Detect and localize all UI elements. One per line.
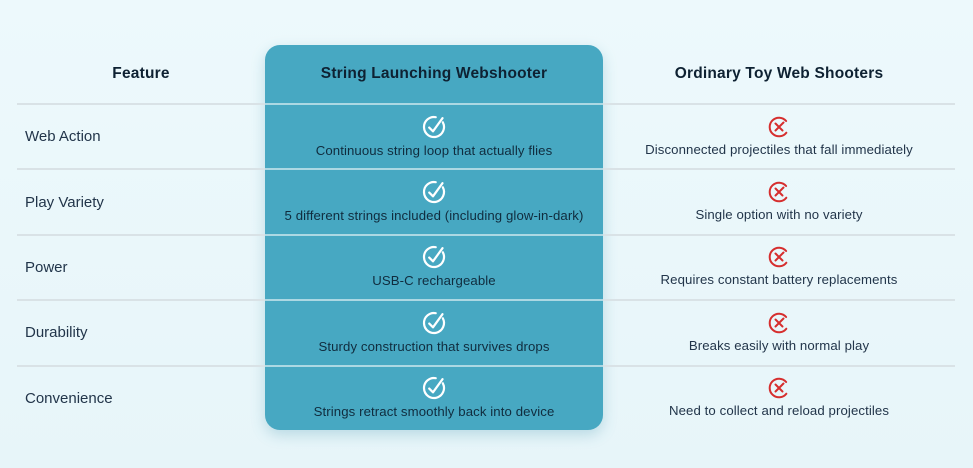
ordinary-cell: Requires constant battery replacements — [603, 233, 955, 299]
ordinary-cell-text: Requires constant battery replacements — [660, 272, 898, 288]
row-label: Durability — [17, 299, 265, 364]
ordinary-cell: Need to collect and reload projectiles — [603, 364, 955, 430]
ordinary-cell-text: Disconnected projectiles that fall immed… — [645, 141, 913, 157]
product-cell: Strings retract smoothly back into devic… — [265, 364, 603, 430]
x-circle-icon — [768, 247, 788, 268]
check-circle-icon — [422, 311, 446, 334]
product-column-header: String Launching Webshooter — [320, 65, 548, 82]
check-circle-icon — [422, 246, 446, 269]
row-label: Web Action — [17, 103, 265, 168]
row-label: Power — [17, 233, 265, 299]
product-cell: 5 different strings included (including … — [265, 168, 603, 233]
row-label: Convenience — [17, 364, 265, 430]
product-cell: Continuous string loop that actually fli… — [265, 103, 603, 168]
row-label: Play Variety — [17, 168, 265, 233]
product-cell-text: Continuous string loop that actually fli… — [315, 142, 553, 158]
x-circle-icon — [768, 181, 788, 203]
ordinary-column-header: Ordinary Toy Web Shooters — [674, 65, 884, 82]
product-cell: Sturdy construction that survives drops — [265, 299, 603, 364]
product-cell-text: Strings retract smoothly back into devic… — [313, 404, 555, 420]
check-circle-icon — [422, 377, 446, 400]
check-circle-icon — [422, 180, 446, 204]
ordinary-cell-text: Need to collect and reload projectiles — [668, 403, 890, 419]
product-cell-text: 5 different strings included (including … — [284, 208, 584, 224]
x-circle-icon — [768, 377, 788, 399]
x-circle-icon — [768, 312, 788, 334]
ordinary-cell: Breaks easily with normal play — [603, 299, 955, 364]
ordinary-cell-text: Breaks easily with normal play — [688, 337, 870, 353]
product-cell: USB-C rechargeable — [265, 233, 603, 299]
x-circle-icon — [768, 116, 788, 137]
ordinary-cell: Disconnected projectiles that fall immed… — [603, 103, 955, 168]
ordinary-cell-text: Single option with no variety — [695, 207, 863, 223]
feature-column-header: Feature — [112, 65, 170, 82]
ordinary-cell: Single option with no variety — [603, 168, 955, 233]
comparison-table: Feature String Launching Webshooter Ordi… — [17, 45, 955, 430]
check-circle-icon — [422, 115, 446, 138]
product-cell-text: USB-C rechargeable — [372, 273, 496, 289]
product-cell-text: Sturdy construction that survives drops — [318, 338, 550, 354]
